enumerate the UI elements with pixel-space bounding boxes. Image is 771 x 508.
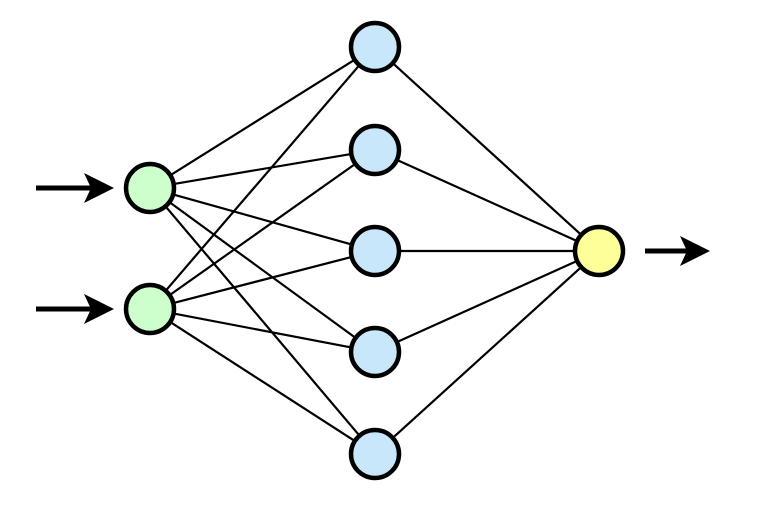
edge-input-node-1-to-hidden-node-2 [171, 152, 354, 186]
hidden-node-1[interactable] [348, 20, 402, 74]
edge-input-node-2-to-hidden-node-5 [168, 320, 357, 443]
input-node-1[interactable] [123, 161, 177, 215]
input-node-2-circle[interactable] [123, 282, 177, 336]
output-node-1-circle[interactable] [572, 224, 626, 278]
input-arrow-2 [36, 294, 114, 324]
edge-input-node-1-to-hidden-node-4 [167, 200, 358, 340]
hidden-node-2-circle[interactable] [348, 123, 402, 177]
nodes-group [123, 20, 626, 481]
edge-input-node-2-to-hidden-node-1 [163, 63, 362, 293]
hidden-node-5-circle[interactable] [348, 427, 402, 481]
edge-hidden-node-1-to-output-node-1 [390, 61, 584, 237]
edge-input-node-1-to-hidden-node-1 [168, 58, 357, 177]
input-arrow-2-head [84, 294, 114, 324]
output-node-1[interactable] [572, 224, 626, 278]
input-arrow-1 [36, 173, 114, 203]
edge-hidden-node-5-to-output-node-1 [390, 265, 584, 440]
edge-hidden-node-4-to-output-node-1 [394, 259, 580, 344]
edge-hidden-node-2-to-output-node-1 [394, 158, 580, 243]
output-arrow-1 [645, 236, 710, 266]
input-arrow-1-head [84, 173, 114, 203]
hidden-node-1-circle[interactable] [348, 20, 402, 74]
hidden-node-4-circle[interactable] [348, 325, 402, 379]
edge-input-node-2-to-hidden-node-4 [171, 312, 354, 349]
hidden-node-4[interactable] [348, 325, 402, 379]
hidden-node-5[interactable] [348, 427, 402, 481]
output-arrow-1-head [680, 236, 710, 266]
input-node-2[interactable] [123, 282, 177, 336]
hidden-node-3[interactable] [348, 224, 402, 278]
edge-input-node-2-to-hidden-node-3 [171, 255, 354, 305]
hidden-node-2[interactable] [348, 123, 402, 177]
edge-input-node-2-to-hidden-node-2 [167, 162, 358, 297]
io-arrows-group [36, 173, 710, 324]
edge-input-node-1-to-hidden-node-5 [163, 204, 362, 438]
hidden-node-3-circle[interactable] [348, 224, 402, 278]
edge-input-node-1-to-hidden-node-3 [171, 193, 354, 246]
input-node-1-circle[interactable] [123, 161, 177, 215]
edges-group [163, 58, 584, 443]
